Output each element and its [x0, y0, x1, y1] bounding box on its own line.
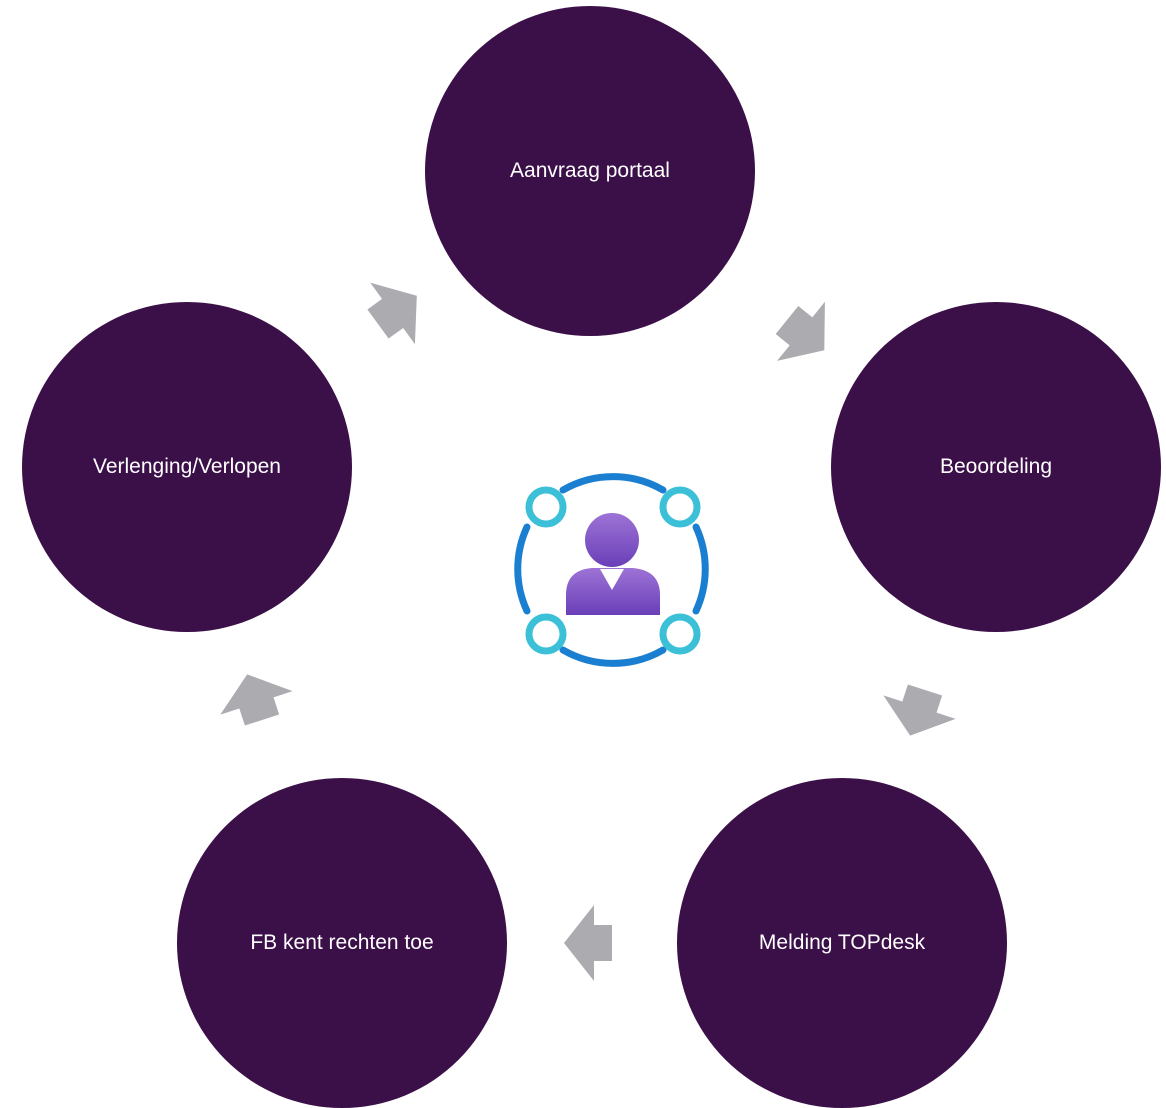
- step-fb-kent-rechten-toe: FB kent rechten toe: [177, 778, 507, 1108]
- network-nodes: [525, 486, 701, 655]
- step-aanvraag-portaal: Aanvraag portaal: [425, 6, 755, 336]
- arrow-melding-to-fb: [564, 905, 612, 981]
- step-label: Beoordeling: [939, 455, 1053, 478]
- step-beoordeling: Beoordeling: [831, 302, 1161, 632]
- arrow-verlenging-to-aanvraag: [367, 282, 417, 345]
- ring-arcs: [514, 473, 709, 667]
- step-melding-topdesk: Melding TOPdesk: [677, 778, 1007, 1108]
- arrow-fb-to-verlenging: [220, 674, 293, 726]
- step-label: Aanvraag portaal: [510, 159, 670, 182]
- person-figure: [566, 513, 660, 615]
- arrow-aanvraag-to-beoordeling: [775, 301, 825, 361]
- arrow-beoordeling-to-melding: [883, 684, 956, 736]
- step-label: Verlenging/Verlopen: [93, 455, 281, 478]
- step-label: FB kent rechten toe: [250, 931, 434, 954]
- step-verlenging-verlopen: Verlenging/Verlopen: [22, 302, 352, 632]
- step-label: Melding TOPdesk: [758, 931, 926, 954]
